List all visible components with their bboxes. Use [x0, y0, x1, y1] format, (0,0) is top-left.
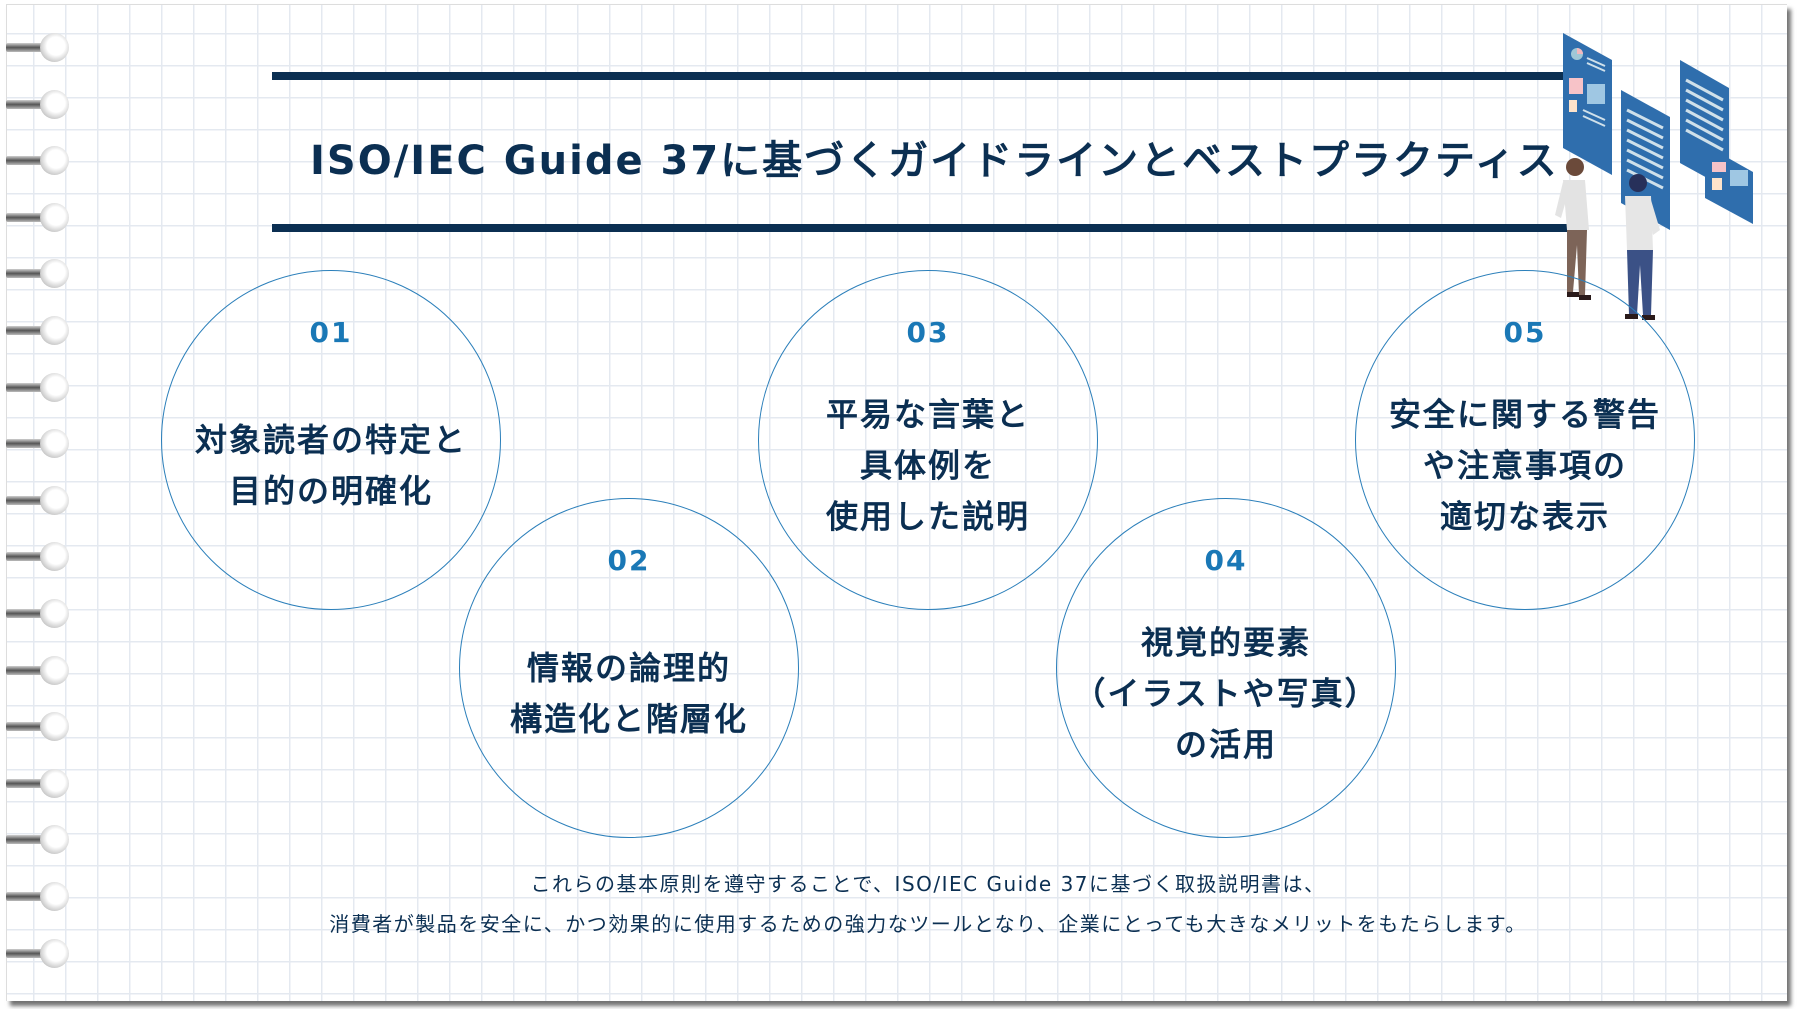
- principle-text: 平易な言葉と具体例を使用した説明: [759, 390, 1097, 543]
- spiral-ring-icon: [6, 144, 72, 178]
- spiral-ring-icon: [6, 880, 72, 914]
- principle-text-line: や注意事項の: [1422, 446, 1627, 485]
- spiral-ring-icon: [6, 31, 72, 65]
- principle-text: 安全に関する警告や注意事項の適切な表示: [1356, 390, 1694, 543]
- principle-number: 05: [1503, 316, 1547, 349]
- spiral-ring-icon: [6, 371, 72, 405]
- principle-text: 情報の論理的構造化と階層化: [460, 643, 798, 745]
- principle-number: 01: [309, 316, 353, 349]
- spiral-ring-icon: [6, 710, 72, 744]
- spiral-ring-icon: [6, 540, 72, 574]
- document-icon: [1563, 33, 1612, 175]
- principle-circle: 03 平易な言葉と具体例を使用した説明: [758, 270, 1098, 610]
- principle-text-line: 具体例を: [859, 446, 996, 485]
- person-icon: [1555, 158, 1591, 300]
- principle-circle: 02 情報の論理的構造化と階層化: [459, 498, 799, 838]
- spiral-ring-icon: [6, 484, 72, 518]
- spiral-ring-icon: [6, 597, 72, 631]
- people-viewing-documents-illustration: [1555, 33, 1753, 320]
- spiral-ring-icon: [6, 314, 72, 348]
- summary-text-line-2: 消費者が製品を安全に、かつ効果的に使用するための強力なツールとなり、企業にとって…: [329, 912, 1527, 936]
- page-title: ISO/IEC Guide 37に基づくガイドラインとベストプラクティス: [310, 138, 1559, 184]
- spiral-ring-icon: [6, 654, 72, 688]
- principle-circle: 05 安全に関する警告や注意事項の適切な表示: [1355, 270, 1695, 610]
- principle-text-line: （イラストや写真）: [1073, 674, 1379, 713]
- principle-text-line: 安全に関する警告: [1388, 395, 1661, 434]
- principle-text-line: の活用: [1174, 725, 1277, 764]
- spiral-ring-icon: [6, 427, 72, 461]
- principle-text-line: 対象読者の特定と: [194, 421, 467, 459]
- spiral-ring-icon: [6, 257, 72, 291]
- principle-number: 04: [1204, 544, 1248, 577]
- spiral-ring-icon: [6, 88, 72, 122]
- principle-text-line: 情報の論理的: [526, 649, 731, 687]
- principle-text-line: 適切な表示: [1439, 497, 1610, 536]
- spiral-ring-icon: [6, 201, 72, 235]
- principle-text: 視覚的要素 （イラストや写真） の活用: [1057, 618, 1395, 771]
- summary-text-line-1: これらの基本原則を遵守することで、ISO/IEC Guide 37に基づく取扱説…: [530, 872, 1326, 896]
- title-rule-top: [272, 72, 1572, 80]
- principle-text-line: 使用した説明: [825, 497, 1030, 536]
- principle-circle: 01 対象読者の特定と目的の明確化: [161, 270, 501, 610]
- principle-number: 02: [607, 544, 651, 577]
- spiral-ring-icon: [6, 767, 72, 801]
- principle-text-line: 目的の明確化: [228, 472, 433, 510]
- principle-text-line: 平易な言葉と: [825, 395, 1030, 434]
- spiral-ring-icon: [6, 823, 72, 857]
- principle-circle: 04 視覚的要素 （イラストや写真） の活用: [1056, 498, 1396, 838]
- document-icon: [1680, 60, 1753, 224]
- person-icon: [1625, 174, 1660, 320]
- principle-number: 03: [906, 316, 950, 349]
- title-rule-bottom: [272, 224, 1572, 232]
- principle-text: 対象読者の特定と目的の明確化: [162, 415, 500, 517]
- principle-text-line: 視覚的要素: [1140, 623, 1311, 662]
- spiral-ring-icon: [6, 937, 72, 971]
- principle-text-line: 構造化と階層化: [509, 700, 748, 738]
